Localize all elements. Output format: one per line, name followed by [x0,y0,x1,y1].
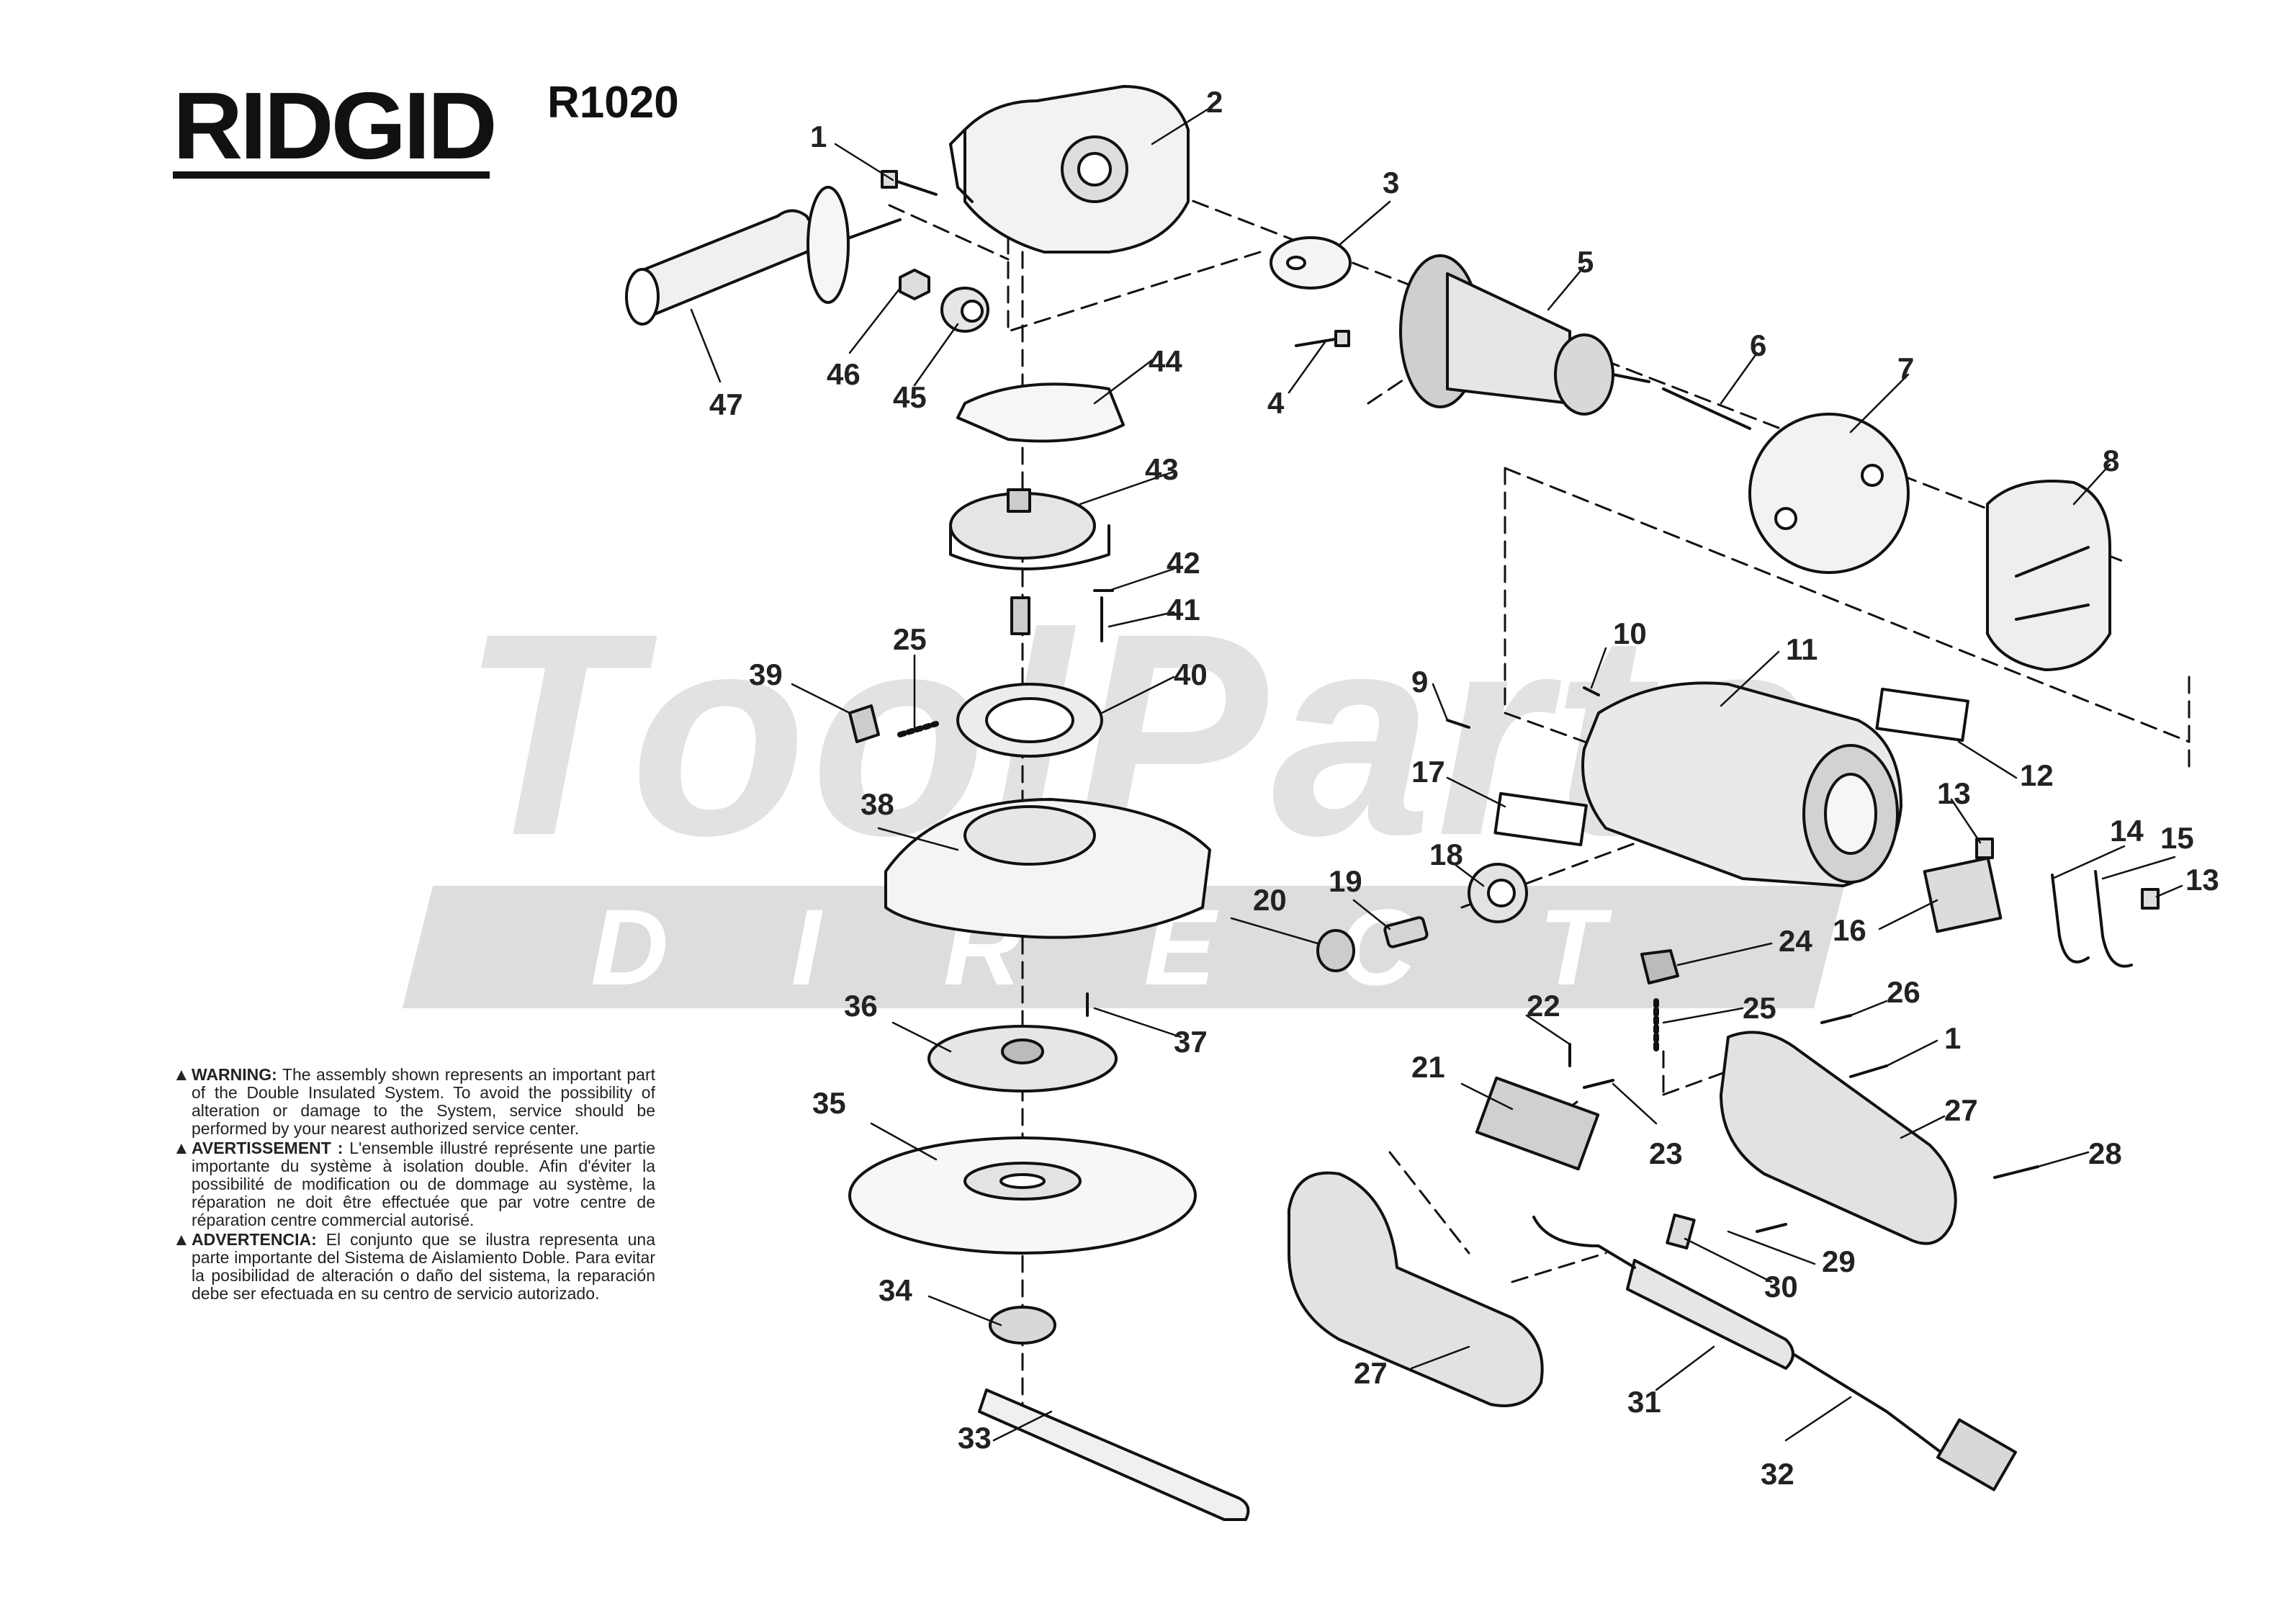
callout-14: 14 [2110,814,2144,848]
part-guard-clamp [848,683,1103,758]
part-motor-housing [1581,681,1902,887]
callout-29: 29 [1822,1244,1856,1278]
callout-16: 16 [1833,913,1866,947]
brand-logo-underline [173,171,490,179]
warning-triangle-icon: ▲ [173,1139,190,1158]
callout-10: 10 [1613,616,1647,650]
callout-43: 43 [1145,452,1179,486]
warning-en-heading: WARNING: [192,1065,277,1084]
callout-38: 38 [861,787,894,821]
callout-22: 22 [1527,989,1560,1023]
callout-18: 18 [1429,838,1463,871]
callout-23: 23 [1649,1136,1683,1170]
callout-1b: 1 [1944,1021,1962,1055]
callout-27a: 27 [1944,1093,1978,1127]
callout-40: 40 [1174,658,1208,691]
callout-28: 28 [2088,1136,2122,1170]
part-power-cord [1532,1216,2017,1491]
warning-triangle-icon: ▲ [173,1230,190,1250]
callout-21: 21 [1411,1050,1445,1084]
warning-notes: ▲ WARNING: The assembly shown represents… [173,1066,655,1304]
callout-31: 31 [1627,1385,1661,1419]
part-side-handle [625,186,902,326]
brand-logo-text: RIDGID [173,73,498,179]
warning-es: ▲ ADVERTENCIA: El conjunto que se ilustr… [173,1231,655,1303]
callout-33: 33 [958,1421,992,1455]
part-field [1986,480,2111,671]
part-screw-10 [1583,686,1600,696]
callout-27b: 27 [1354,1356,1388,1390]
part-brush-assembly [1316,863,1528,972]
callout-47: 47 [709,387,743,421]
callout-6: 6 [1750,328,1767,362]
callout-34: 34 [879,1273,912,1307]
callout-3: 3 [1383,166,1400,199]
part-long-screw [1662,387,1751,430]
callout-5: 5 [1577,245,1594,279]
callout-15: 15 [2160,821,2194,855]
callout-25a: 25 [893,622,927,656]
part-switch-and-trigger [1475,949,1679,1171]
callout-13b: 13 [2185,863,2219,897]
part-bearing-retainer [1270,236,1352,347]
part-flange-wheel [848,1025,1197,1345]
callout-1: 1 [810,120,827,153]
warning-fr-heading: AVERTISSEMENT : [192,1139,343,1157]
callout-30: 30 [1764,1270,1798,1304]
brand-logo: RIDGID [173,72,504,180]
callout-26: 26 [1887,975,1920,1009]
model-number: R1020 [547,78,679,127]
part-label-17 [1493,791,1588,847]
callout-13a: 13 [1937,776,1971,810]
callout-42: 42 [1167,546,1200,580]
part-baffle [1748,413,1910,574]
callout-25b: 25 [1743,991,1776,1025]
part-gear-assembly [949,382,1125,642]
callout-41: 41 [1167,593,1200,627]
callout-9: 9 [1411,665,1429,699]
part-wheel-guard [884,798,1211,939]
callout-8: 8 [2103,444,2120,477]
callout-7: 7 [1897,351,1915,385]
warning-en-text: The assembly shown represents an importa… [192,1065,655,1138]
warning-triangle-icon: ▲ [173,1065,190,1085]
part-rear-handle [1288,1031,1957,1407]
part-screw-9 [1446,719,1470,729]
warning-en: ▲ WARNING: The assembly shown represents… [173,1066,655,1138]
callout-32: 32 [1761,1457,1794,1491]
callout-2: 2 [1206,85,1223,119]
callout-45: 45 [893,380,927,414]
callout-44: 44 [1149,344,1182,378]
warning-es-text: El conjunto que se ilustra representa un… [192,1230,655,1303]
callout-12: 12 [2020,758,2054,792]
callout-39: 39 [749,658,783,691]
part-armature [1399,254,1650,416]
warning-fr: ▲ AVERTISSEMENT : L'ensemble illustré re… [173,1139,655,1229]
part-small-fasteners [881,170,989,333]
part-spanner-wrench [978,1389,1250,1521]
callout-37: 37 [1174,1025,1208,1059]
part-label-12 [1875,687,1969,743]
callout-11: 11 [1786,632,1818,666]
part-gear-housing [949,85,1190,254]
warning-fr-text: L'ensemble illustré représente une parti… [192,1139,655,1229]
callout-36: 36 [844,989,878,1023]
callout-17: 17 [1411,755,1445,789]
callout-20: 20 [1253,883,1287,917]
callout-35: 35 [812,1086,846,1120]
part-switch-module [1923,838,2160,968]
callout-24: 24 [1779,924,1812,958]
callout-46: 46 [827,357,861,391]
callout-leaders [690,107,2183,1442]
warning-es-heading: ADVERTENCIA: [192,1230,317,1249]
callout-4: 4 [1267,386,1285,420]
callout-19: 19 [1329,864,1362,898]
